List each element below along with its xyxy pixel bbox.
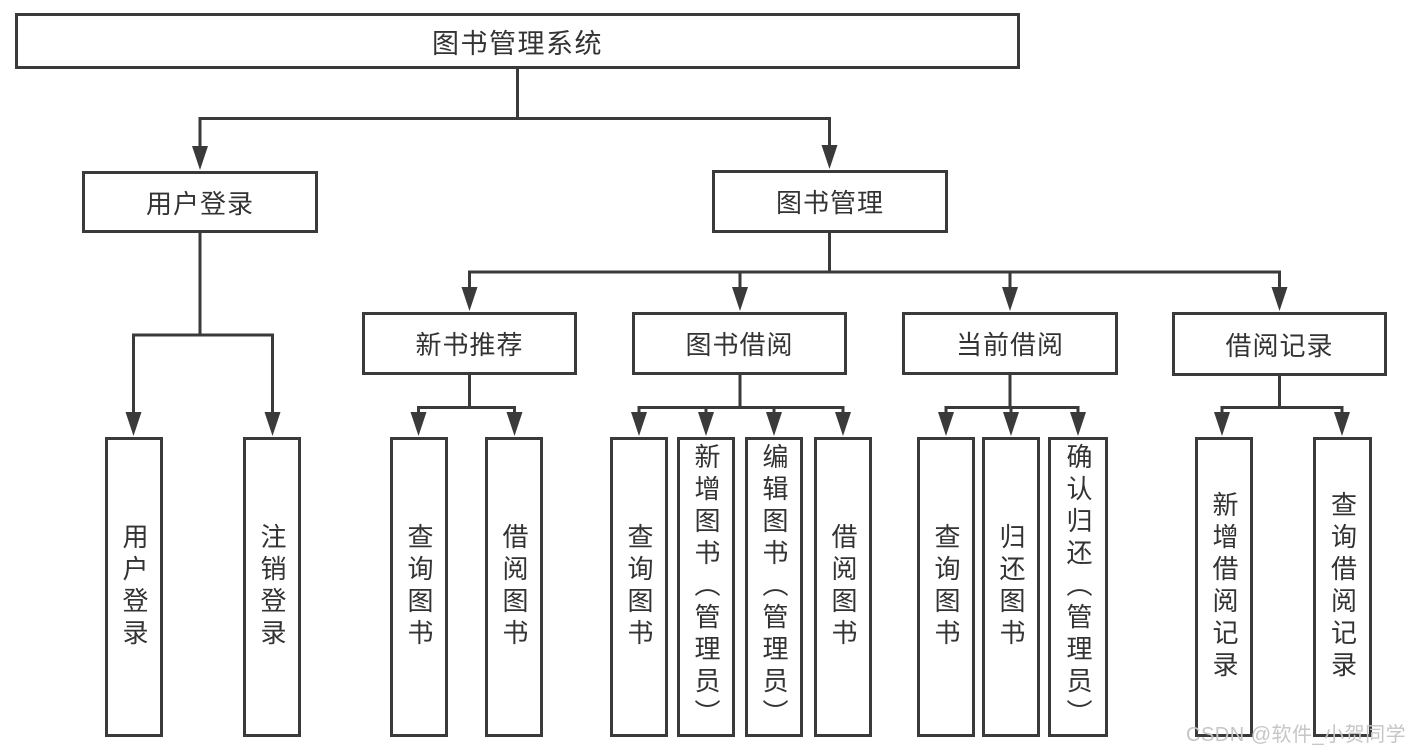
node-label: 新增借阅记录 [1209,491,1239,683]
node-current-borrowing: 当前借阅 [902,312,1118,375]
node-return-book: 归还图书 [982,437,1040,737]
node-query-books-recommend: 查询图书 [390,437,448,737]
node-label: 借阅图书 [499,523,529,651]
node-label: 借阅图书 [828,523,858,651]
node-add-borrow-record: 新增借阅记录 [1195,437,1253,737]
node-label: 归还图书 [996,523,1026,651]
node-borrow-books-borrowing: 借阅图书 [814,437,872,737]
node-label: 当前借阅 [955,330,1064,360]
node-label: 新增图书（管理员） [691,443,721,731]
node-label: 查询图书 [931,523,961,651]
node-add-book-admin: 新增图书（管理员） [677,437,735,737]
node-label: 用户登录 [145,188,254,219]
node-label: 编辑图书（管理员） [759,443,789,731]
node-book-management: 图书管理 [712,170,948,233]
node-label: 借阅记录 [1225,330,1334,361]
node-new-book-recommendation: 新书推荐 [362,312,577,375]
node-book-borrowing: 图书借阅 [632,312,847,375]
node-user-login: 用户登录 [82,171,318,233]
node-label: 查询图书 [624,523,654,651]
node-library-management-system: 图书管理系统 [15,13,1020,69]
node-label: 图书借阅 [685,330,794,360]
node-query-books-borrowing: 查询图书 [610,437,668,737]
node-label: 查询借阅记录 [1327,491,1358,683]
node-logout-leaf: 注销登录 [243,437,301,737]
node-borrowing-records: 借阅记录 [1172,312,1387,376]
node-label: 注销登录 [257,523,287,651]
node-label: 新书推荐 [415,330,524,360]
node-label: 查询图书 [404,523,434,651]
node-borrow-books-recommend: 借阅图书 [485,437,543,737]
node-query-borrow-record: 查询借阅记录 [1313,437,1372,737]
node-label: 确认归还（管理员） [1063,443,1093,731]
node-query-books-current: 查询图书 [917,437,975,737]
node-confirm-return-admin: 确认归还（管理员） [1048,437,1108,737]
node-label: 图书管理系统 [432,28,603,59]
node-label: 图书管理 [775,188,884,218]
node-label: 用户登录 [119,523,149,651]
node-user-login-leaf: 用户登录 [105,437,163,737]
node-edit-book-admin: 编辑图书（管理员） [745,437,803,737]
csdn-watermark: CSDN @软件_小贺同学 [1186,724,1405,746]
